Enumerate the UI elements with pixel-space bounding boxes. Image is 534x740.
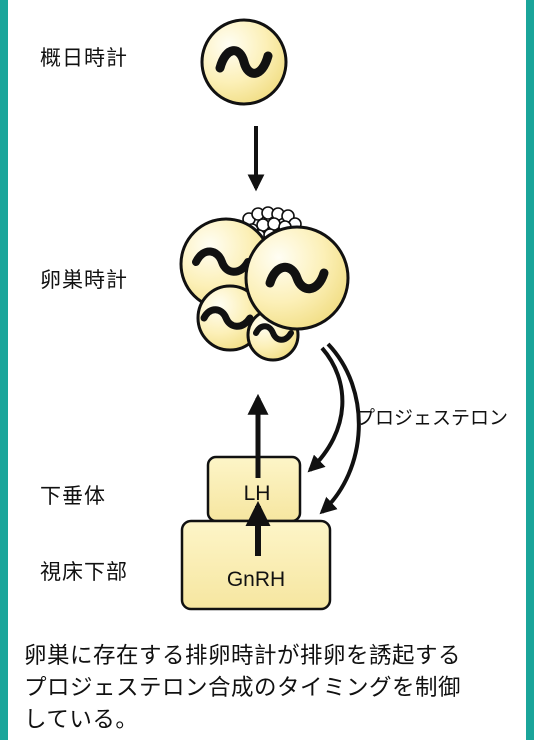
ovarian-clock-label: 卵巣時計 xyxy=(40,268,128,292)
hypothalamus-label: 視床下部 xyxy=(40,560,128,584)
circadian-clock-label: 概日時計 xyxy=(40,46,128,70)
figure-caption: 卵巣に存在する排卵時計が排卵を誘起する プロジェステロン合成のタイミングを制御 … xyxy=(24,640,524,736)
progesterone-arrow-to-lh xyxy=(307,346,345,473)
gnrh-label: GnRH xyxy=(227,568,285,591)
lh-label: LH xyxy=(244,482,271,505)
progesterone-arrow-to-gnrh xyxy=(319,342,361,515)
caption-line-3: している。 xyxy=(24,707,139,733)
circadian-clock-icon xyxy=(200,18,288,106)
pituitary-label: 下垂体 xyxy=(40,484,106,508)
progesterone-label: プロジェステロン xyxy=(356,407,509,429)
caption-line-1: 卵巣に存在する排卵時計が排卵を誘起する xyxy=(24,643,462,669)
caption-line-2: プロジェステロン合成のタイミングを制御 xyxy=(24,675,462,701)
ovarian-clock-icon xyxy=(179,206,350,362)
